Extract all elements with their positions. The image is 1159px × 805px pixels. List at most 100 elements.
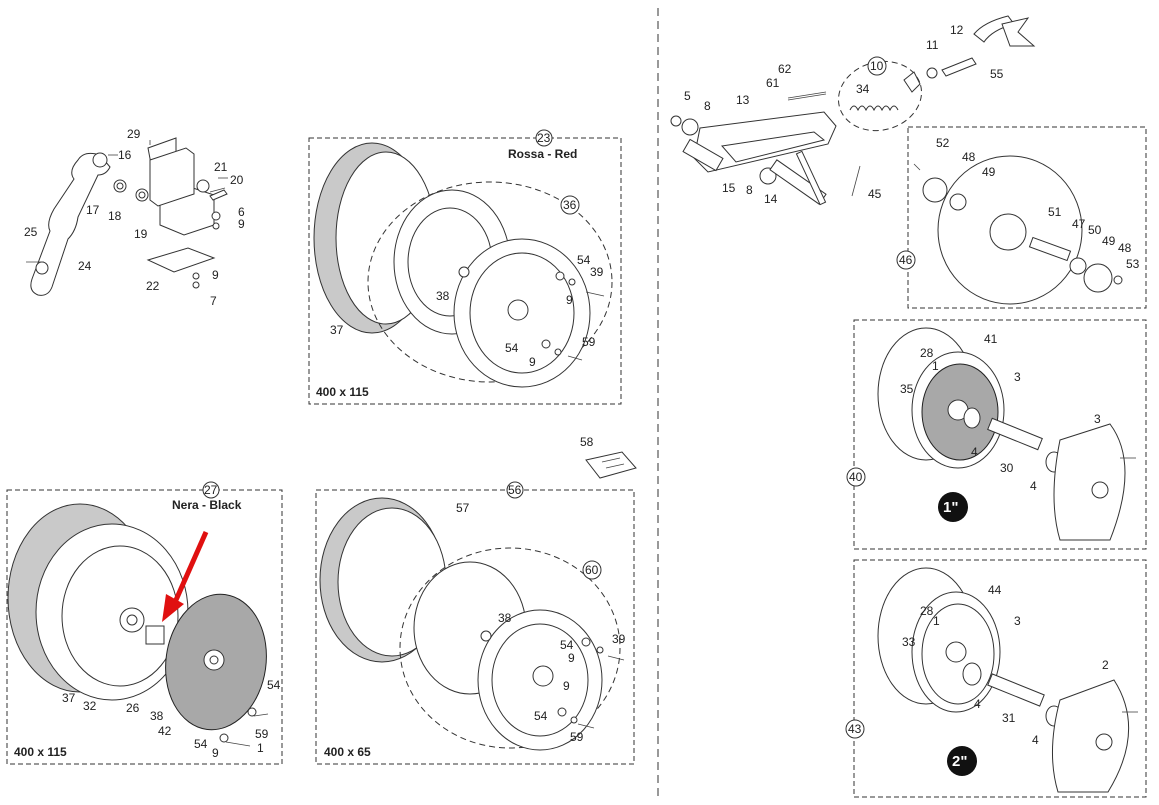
label-51: 51	[1048, 205, 1062, 219]
label-38-c: 38	[498, 611, 512, 625]
label-25: 25	[24, 225, 38, 239]
label-50: 50	[1088, 223, 1102, 237]
label-49-a: 49	[982, 165, 996, 179]
label-62: 62	[778, 62, 792, 76]
label-1-c: 1	[933, 614, 940, 628]
ref-23: 23	[537, 131, 551, 145]
label-5: 5	[684, 89, 691, 103]
ref-60-circle	[582, 560, 602, 580]
spoke-wheel-2in	[877, 567, 1138, 793]
badge-1in-text: 1"	[943, 499, 958, 516]
label-4-a: 4	[971, 445, 978, 459]
label-53: 53	[1126, 257, 1140, 271]
ref-56-circle	[506, 481, 524, 499]
ref-40-circle	[846, 467, 866, 487]
label-54-e: 54	[560, 638, 574, 652]
label-59-b: 59	[255, 727, 269, 741]
red-arrow	[173, 530, 209, 602]
label-12: 12	[950, 23, 964, 37]
panel-40-frame	[853, 319, 1147, 550]
ref-43: 43	[848, 722, 862, 736]
panel-27-title: Nera - Black	[172, 498, 242, 512]
label-59-c: 59	[570, 730, 584, 744]
label-7: 7	[210, 294, 217, 308]
label-3-c: 3	[1014, 614, 1021, 628]
label-54-f: 54	[534, 709, 548, 723]
label-24: 24	[78, 259, 92, 273]
ref-23-circle	[535, 129, 553, 147]
label-15: 15	[722, 181, 736, 195]
panel-43-frame	[853, 559, 1147, 798]
label-33: 33	[902, 635, 916, 649]
label-3-a: 3	[1014, 370, 1021, 384]
panel-23-frame	[308, 137, 622, 405]
label-11: 11	[926, 38, 939, 52]
spoke-wheel-1in	[877, 327, 1136, 541]
label-54-b: 54	[505, 341, 519, 355]
badge-1in	[938, 492, 968, 522]
label-21: 21	[214, 160, 228, 174]
label-61: 61	[766, 76, 780, 90]
label-29: 29	[127, 127, 141, 141]
label-9-d: 9	[529, 355, 536, 369]
arm-assembly	[670, 15, 1036, 206]
label-14: 14	[764, 192, 778, 206]
ref-60: 60	[585, 563, 599, 577]
label-19: 19	[134, 227, 148, 241]
label-54-a: 54	[577, 253, 591, 267]
ref-56: 56	[508, 483, 522, 497]
bracket-assembly	[26, 137, 228, 296]
label-35: 35	[900, 382, 914, 396]
label-38: 38	[436, 289, 450, 303]
label-28-b: 28	[920, 604, 934, 618]
ref-46: 46	[899, 253, 913, 267]
red-arrow-head	[162, 594, 184, 622]
label-48-a: 48	[962, 150, 976, 164]
label-28: 28	[920, 346, 934, 360]
label-9-c: 9	[566, 293, 573, 307]
label-18: 18	[108, 209, 122, 223]
label-20: 20	[230, 173, 244, 187]
panel-46-frame	[907, 126, 1147, 309]
ref-10: 10	[870, 59, 884, 73]
narrow-wheel	[319, 497, 625, 751]
label-48-b: 48	[1118, 241, 1132, 255]
label-49-b: 49	[1102, 234, 1116, 248]
ref-40: 40	[849, 470, 863, 484]
label-39: 39	[590, 265, 604, 279]
label-30: 30	[1000, 461, 1014, 475]
label-9-a: 9	[238, 217, 245, 231]
ref-43-circle	[845, 719, 865, 739]
label-42: 42	[158, 724, 172, 738]
red-wheel	[313, 142, 613, 388]
panel-23-title: Rossa - Red	[508, 147, 577, 161]
label-1: 1	[257, 741, 264, 755]
label-47: 47	[1072, 217, 1086, 231]
label-4-d: 4	[1032, 733, 1039, 747]
label-58: 58	[580, 435, 594, 449]
label-45: 45	[868, 187, 882, 201]
ref-10-circle	[867, 56, 887, 76]
label-32: 32	[83, 699, 97, 713]
ref-36-circle	[560, 195, 580, 215]
label-37: 37	[330, 323, 344, 337]
label-54-d: 54	[194, 737, 208, 751]
label-41: 41	[984, 332, 998, 346]
panel-27-size: 400 x 115	[14, 745, 67, 759]
label-17: 17	[86, 203, 100, 217]
label-8-a: 8	[704, 99, 711, 113]
label-57: 57	[456, 501, 470, 515]
label-38-b: 38	[150, 709, 164, 723]
label-9-g: 9	[563, 679, 570, 693]
panel-56-size: 400 x 65	[324, 745, 371, 759]
label-4-b: 4	[1030, 479, 1037, 493]
label-9-f: 9	[568, 651, 575, 665]
ref-36: 36	[563, 198, 577, 212]
ref-46-circle	[896, 250, 916, 270]
label-9-e: 9	[212, 746, 219, 760]
label-22: 22	[146, 279, 160, 293]
ref-27: 27	[204, 483, 218, 497]
label-13: 13	[736, 93, 750, 107]
disc-46	[913, 155, 1123, 305]
badge-2in	[947, 746, 977, 776]
